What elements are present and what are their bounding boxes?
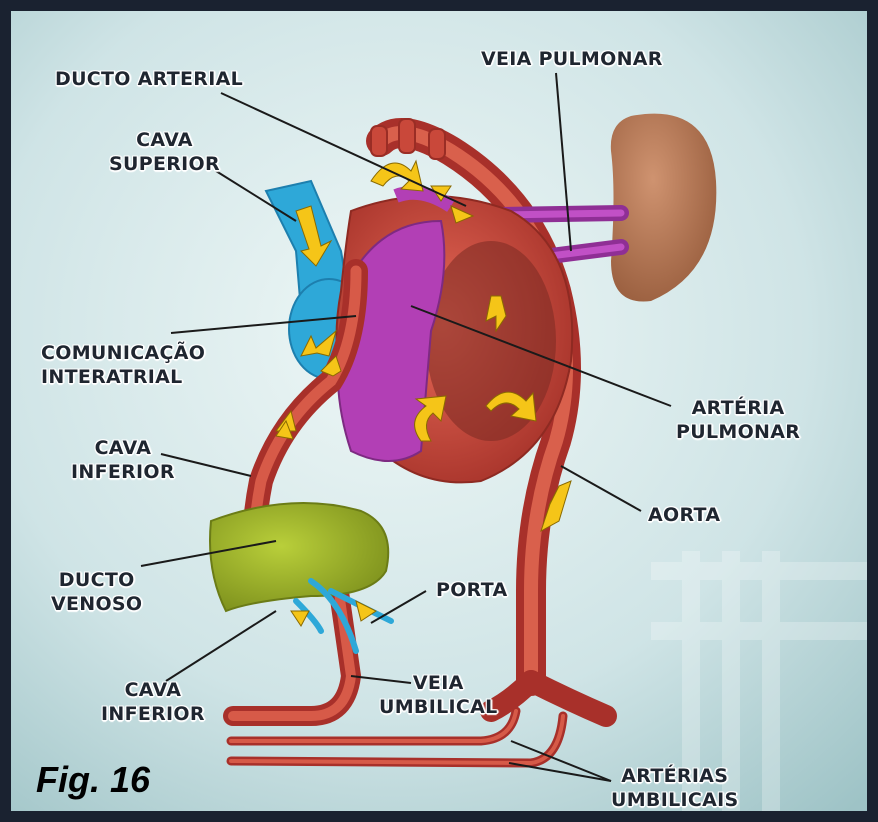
label-line: DUCTO [51, 568, 142, 592]
label-comunicacao-interatrial: COMUNICAÇÃO INTERATRIAL [41, 341, 205, 389]
label-cava-superior: CAVA SUPERIOR [109, 128, 220, 176]
label-arterias-umbilicais: ARTÉRIAS UMBILICAIS [611, 764, 738, 812]
diagram-stage: DUCTO ARTERIAL VEIA PULMONAR CAVA SUPERI… [11, 11, 867, 811]
label-line: INFERIOR [101, 702, 205, 726]
label-veia-pulmonar: VEIA PULMONAR [481, 47, 663, 71]
label-line: UMBILICAL [379, 695, 498, 719]
label-porta: PORTA [436, 578, 508, 602]
label-line: CAVA [101, 678, 205, 702]
label-ducto-arterial: DUCTO ARTERIAL [55, 67, 243, 91]
label-line: VEIA [379, 671, 498, 695]
label-arteria-pulmonar: ARTÉRIA PULMONAR [676, 396, 800, 444]
label-cava-inferior-top: CAVA INFERIOR [71, 436, 175, 484]
label-line: COMUNICAÇÃO [41, 341, 205, 365]
label-line: CAVA [109, 128, 220, 152]
label-ducto-venoso: DUCTO VENOSO [51, 568, 142, 616]
label-line: CAVA [71, 436, 175, 460]
label-line: VENOSO [51, 592, 142, 616]
label-veia-umbilical: VEIA UMBILICAL [379, 671, 498, 719]
label-line: INTERATRIAL [41, 365, 205, 389]
label-line: ARTÉRIAS [611, 764, 738, 788]
label-line: INFERIOR [71, 460, 175, 484]
label-line: ARTÉRIA [676, 396, 800, 420]
label-line: UMBILICAIS [611, 788, 738, 812]
label-line: SUPERIOR [109, 152, 220, 176]
label-line: PULMONAR [676, 420, 800, 444]
label-cava-inferior-bottom: CAVA INFERIOR [101, 678, 205, 726]
label-aorta: AORTA [648, 503, 720, 527]
figure-caption: Fig. 16 [36, 759, 150, 801]
